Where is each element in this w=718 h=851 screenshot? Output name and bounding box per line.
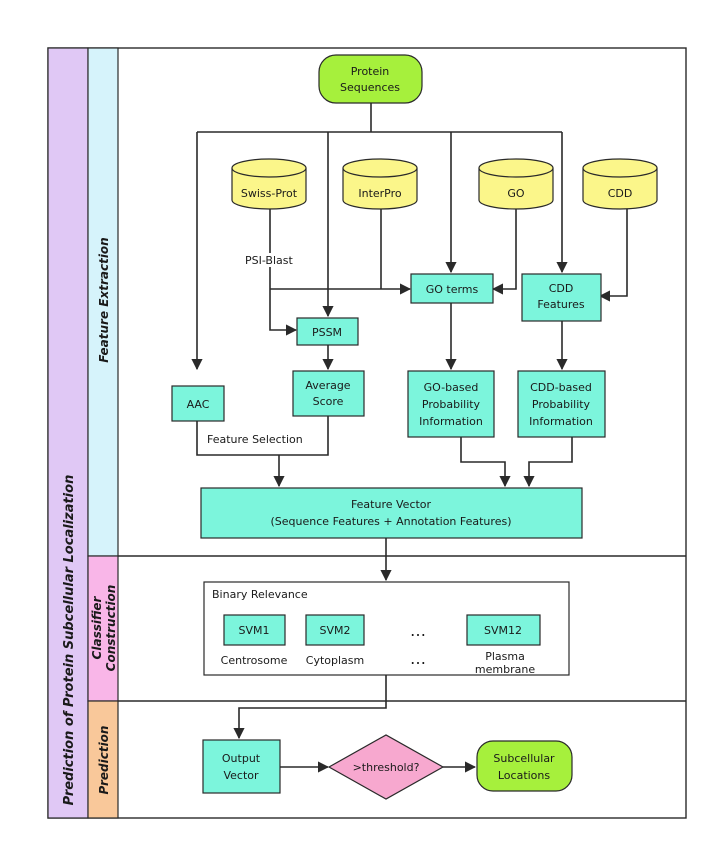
psi-blast-label-bg xyxy=(243,253,299,267)
main-lane-header xyxy=(47,47,89,819)
protein-sequences-line1: Protein xyxy=(351,65,390,78)
cdd-features-line2: Features xyxy=(537,298,585,311)
classifier-lane-header xyxy=(87,555,119,702)
go-db: GO xyxy=(478,158,554,210)
output-vector-line1: Output xyxy=(222,752,261,765)
cdd-probability-node xyxy=(517,370,606,438)
edge-label-psi-blast: PSI-Blast xyxy=(245,254,294,267)
edge-avg-down xyxy=(279,416,329,456)
cdd-features-line1: CDD xyxy=(549,282,574,295)
aac-label: AAC xyxy=(187,398,210,411)
go-probability-line3: Information xyxy=(419,415,483,428)
edge-swissprot-to-pssm xyxy=(269,208,298,336)
ellipsis-bottom: … xyxy=(410,649,426,668)
swiss-prot-label: Swiss-Prot xyxy=(241,187,298,200)
threshold-label: >threshold? xyxy=(353,761,420,774)
cdd-probability-line1: CDD-based xyxy=(530,381,592,394)
svm1-class-label: Centrosome xyxy=(221,654,288,667)
average-score-node xyxy=(292,370,365,417)
average-score-line1: Average xyxy=(305,379,350,392)
feature-vector-line1: Feature Vector xyxy=(351,498,432,511)
feature-vector-node xyxy=(200,487,583,539)
lane-label-construction: Construction xyxy=(104,585,118,672)
go-terms-label: GO terms xyxy=(426,283,479,296)
svm12-class-line2: membrane xyxy=(475,663,535,676)
edge-cdd-to-cddfeatures xyxy=(598,208,628,302)
go-terms-node xyxy=(410,273,494,304)
edge-go-to-goterms xyxy=(491,208,517,295)
go-probability-line1: GO-based xyxy=(424,381,479,394)
threshold-decision-node xyxy=(327,734,445,800)
edge-cddprob-down xyxy=(523,437,573,488)
go-probability-node xyxy=(407,370,495,438)
svm2-node xyxy=(305,614,365,646)
svm12-class-line1: Plasma xyxy=(485,650,525,663)
edge-label-feature-selection: Feature Selection xyxy=(207,433,303,446)
edge-br-to-output xyxy=(233,675,387,740)
svm12-node xyxy=(466,614,541,646)
svm1-node xyxy=(223,614,286,646)
svm1-label: SVM1 xyxy=(239,624,270,637)
edge-goprob-down xyxy=(460,437,511,488)
swiss-prot-db: Swiss-Prot xyxy=(231,158,307,210)
cdd-features-node xyxy=(521,273,602,322)
output-vector-line2: Vector xyxy=(223,769,259,782)
prediction-lane-header xyxy=(87,700,119,819)
svm12-label: SVM12 xyxy=(484,624,522,637)
subcellular-locations-line1: Subcellular xyxy=(493,752,555,765)
cdd-probability-line3: Information xyxy=(529,415,593,428)
edges xyxy=(191,103,628,773)
subcellular-locations-node xyxy=(476,740,573,792)
pssm-label: PSSM xyxy=(312,326,342,339)
binary-relevance-label: Binary Relevance xyxy=(212,588,308,601)
svm2-label: SVM2 xyxy=(320,624,351,637)
interpro-db: InterPro xyxy=(342,158,418,210)
edge-aac-down xyxy=(196,421,279,456)
average-score-line2: Score xyxy=(313,395,344,408)
interpro-label: InterPro xyxy=(358,187,402,200)
protein-sequences-line2: Sequences xyxy=(340,81,400,94)
cdd-db: CDD xyxy=(582,158,658,210)
lane-label-classifier: Classifier xyxy=(90,595,104,659)
go-probability-line2: Probability xyxy=(422,398,481,411)
aac-node xyxy=(171,385,225,422)
output-vector-node xyxy=(202,739,281,794)
pssm-node xyxy=(296,317,359,346)
feature-lane-header xyxy=(87,47,119,557)
cdd-probability-line2: Probability xyxy=(532,398,591,411)
cdd-label: CDD xyxy=(608,187,633,200)
protein-sequences-node xyxy=(318,54,423,104)
main-title: Prediction of Protein Subcellular Locali… xyxy=(62,475,77,806)
lane-label-feature-extraction: Feature Extraction xyxy=(97,237,111,362)
lane-label-prediction: Prediction xyxy=(97,726,111,795)
subcellular-locations-line2: Locations xyxy=(498,769,551,782)
feature-vector-line2: (Sequence Features + Annotation Features… xyxy=(271,515,512,528)
ellipsis-top: … xyxy=(410,621,426,640)
svm2-class-label: Cytoplasm xyxy=(306,654,364,667)
go-label: GO xyxy=(507,187,525,200)
